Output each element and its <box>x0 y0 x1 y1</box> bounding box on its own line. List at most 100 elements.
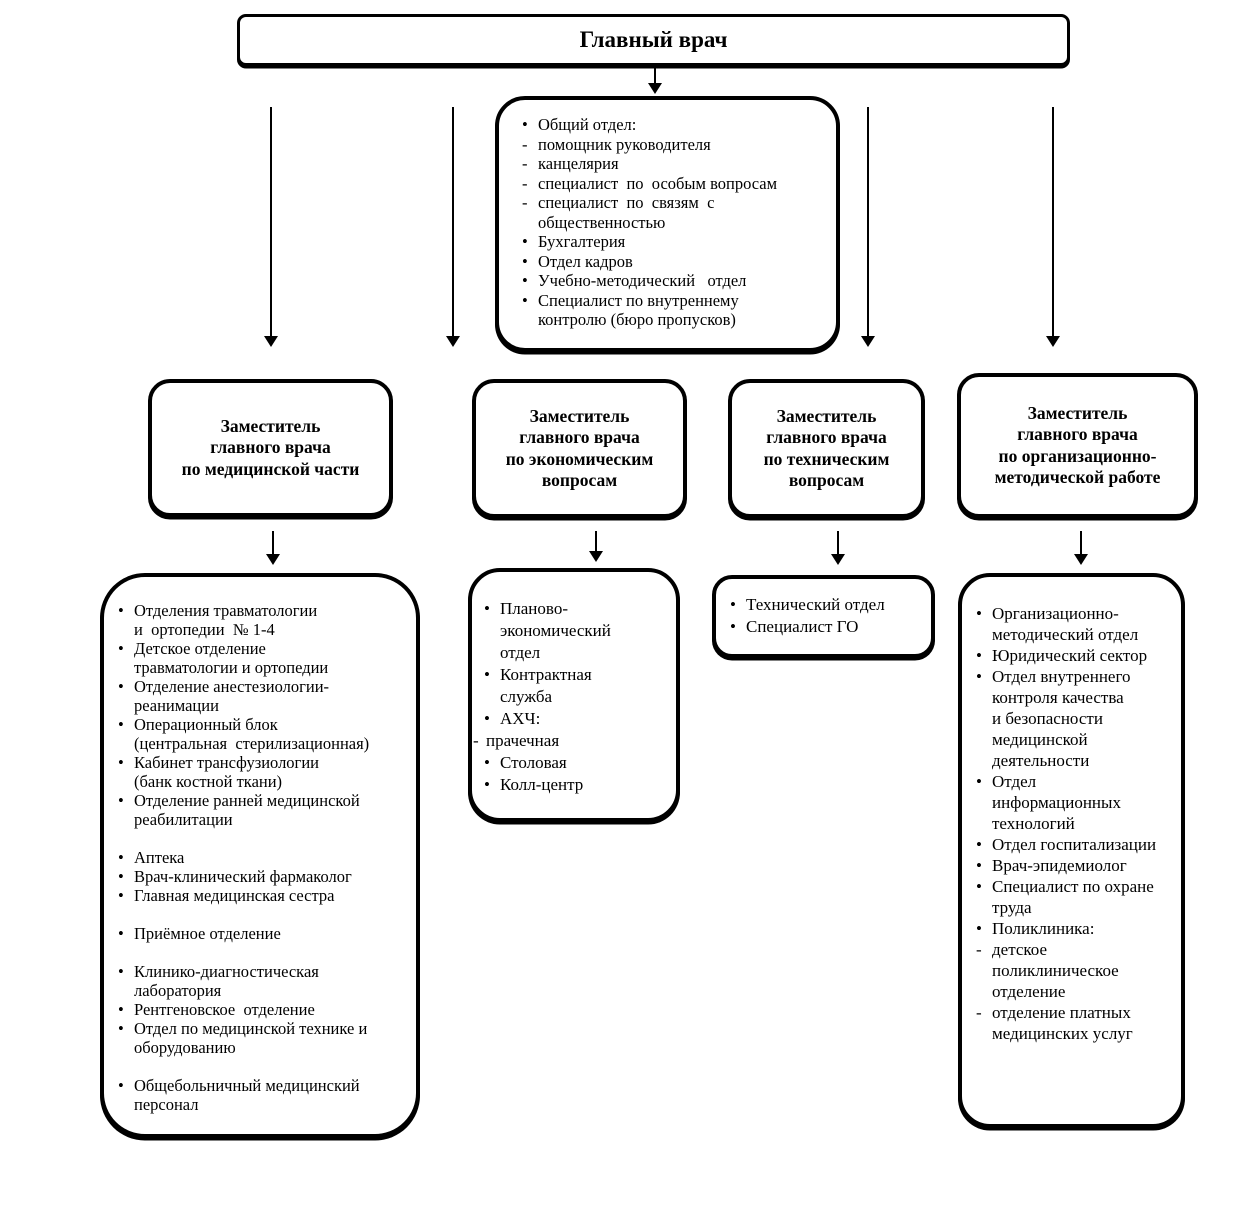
down-arrow-connector-to-deputy-technical <box>861 107 875 347</box>
list-item-text: Клинико-диагностическая лаборатория <box>134 962 319 1000</box>
list-item: • Колл-центр <box>484 774 671 796</box>
list-item: •Общий отдел: <box>522 115 828 135</box>
list-item-text: детское поликлиническое отделение <box>992 940 1119 1001</box>
list-item: -отделение платных медицинских услуг <box>976 1002 1176 1044</box>
list-item: • Отделение ранней медицинской реабилитац… <box>118 791 411 829</box>
list-item-text: прачечная <box>486 731 560 750</box>
list-item: -детское поликлиническое отделение <box>976 939 1176 1002</box>
chief-physician-box: Главный врач <box>237 14 1070 66</box>
bullet-marker: • <box>976 919 982 938</box>
list-item-text: Специалист по внутреннему контролю (бюро… <box>538 290 739 330</box>
list-item: • АХЧ: <box>484 708 671 730</box>
list-item: •Контрактная служба <box>484 664 671 708</box>
bullet-marker: • <box>484 709 490 728</box>
dash-marker: - <box>522 173 528 193</box>
list-item: •Учебно-методический отдел <box>522 271 828 291</box>
list-item: • Рентгеновское отделение <box>118 1000 411 1019</box>
dash-marker: - <box>522 193 528 212</box>
list-item: • Технический отдел <box>730 594 926 616</box>
bullet-marker: • <box>484 665 490 684</box>
list-item-text: Отделение анестезиологии- реанимации <box>134 677 330 715</box>
general-department-list: •Общий отдел:-помощник руководителя-канц… <box>522 115 828 330</box>
list-item-text: Технический отдел <box>746 595 885 614</box>
list-item: • Отдел внутреннего контроля качества и б… <box>976 666 1176 771</box>
list-item: •Специалист по внутреннему контролю (бюр… <box>522 291 828 330</box>
bullet-marker: • <box>118 924 124 943</box>
bullet-marker: • <box>976 772 982 791</box>
list-item-text: Врач-клинический фармаколог <box>134 867 352 886</box>
bullet-marker: • <box>976 835 982 854</box>
economic-units-list: • Планово- экономический отдел•Контрактна… <box>473 598 671 796</box>
bullet-marker: • <box>118 962 124 981</box>
deputy-org-method-box: Заместитель главного врача по организаци… <box>957 373 1198 518</box>
bullet-marker: • <box>118 1076 124 1095</box>
list-item: • Бухгалтерия <box>522 232 828 252</box>
list-item: •Операционный блок (центральная стерилиз… <box>118 715 411 753</box>
list-item-text: канцелярия <box>538 154 619 173</box>
bullet-marker: • <box>976 646 982 665</box>
bullet-marker: • <box>484 599 490 618</box>
list-item: •Отдел госпитализации <box>976 834 1176 855</box>
chief-physician-title: Главный врач <box>579 27 728 52</box>
list-item-text: Отделения травматологии и ортопедии № 1-… <box>134 601 318 639</box>
bullet-marker: • <box>730 595 736 614</box>
down-arrow-connector-medical-units <box>266 531 280 565</box>
list-item-text: Общий отдел: <box>538 115 637 134</box>
bullet-marker: • <box>522 271 528 290</box>
list-item-text: Отдел внутреннего контроля качества и бе… <box>992 667 1131 770</box>
list-item-text: Отделение ранней медицинской реабилитаци… <box>134 791 360 829</box>
down-arrow-connector-chief-to-general <box>648 68 662 94</box>
list-item: -канцелярия <box>522 154 828 174</box>
list-item-text: АХЧ: <box>500 709 541 728</box>
list-item: •Юридический сектор <box>976 645 1176 666</box>
bullet-marker: • <box>118 753 124 772</box>
list-item: •Врач-эпидемиолог <box>976 855 1176 876</box>
list-item: •Отдел по медицинской технике и оборудов… <box>118 1019 411 1057</box>
bullet-marker: • <box>522 251 528 271</box>
list-item: -специалист по особым вопросам <box>522 174 828 194</box>
list-item-text: Колл-центр <box>500 775 584 794</box>
list-item: -помощник руководителя <box>522 135 828 155</box>
dash-marker: - <box>976 940 982 959</box>
list-item: •Кабинет трансфузиологии (банк костной т… <box>118 753 411 791</box>
list-item: •Общебольничный медицинский персонал <box>118 1076 411 1114</box>
medical-units-list: • Отделения травматологии и ортопедии № 1… <box>118 601 411 1114</box>
down-arrow-connector-economic-units <box>589 531 603 562</box>
dash-marker: - <box>473 731 479 750</box>
list-item: • Планово- экономический отдел <box>484 598 671 664</box>
technical-units-list: • Технический отдел • Специалист ГО <box>730 594 926 638</box>
list-item-text: Планово- экономический отдел <box>500 599 611 662</box>
bullet-marker: • <box>730 617 736 636</box>
list-item-text: Приёмное отделение <box>134 924 281 943</box>
deputy-technical-title: Заместитель главного врача по технически… <box>763 405 890 491</box>
down-arrow-connector-org-method-units <box>1074 531 1088 565</box>
bullet-marker: • <box>976 667 982 686</box>
deputy-economic-title: Заместитель главного врача по экономичес… <box>505 405 654 491</box>
bullet-marker: • <box>976 856 982 875</box>
dash-marker: - <box>976 1003 982 1022</box>
list-item-text: специалист по связям с общественностью <box>538 193 715 232</box>
list-item-text: Отдел по медицинской технике и оборудова… <box>134 1019 368 1057</box>
list-item: -прачечная <box>473 730 671 752</box>
list-item: • Специалист ГО <box>730 616 926 638</box>
bullet-marker: • <box>118 1000 124 1019</box>
bullet-marker: • <box>118 677 124 696</box>
list-item-text: Главная медицинская сестра <box>134 886 335 905</box>
economic-units-box: • Планово- экономический отдел•Контрактна… <box>468 568 680 822</box>
list-item-text: Специалист по охране труда <box>992 877 1154 917</box>
list-item-text: Специалист ГО <box>746 617 859 636</box>
general-department-box: •Общий отдел:-помощник руководителя-канц… <box>495 96 840 352</box>
bullet-marker: • <box>522 232 528 251</box>
down-arrow-connector-to-deputy-medical <box>264 107 278 347</box>
list-item: •Отделения травматологии и ортопедии № 1… <box>118 601 411 639</box>
list-item-text: Рентгеновское отделение <box>134 1000 315 1019</box>
list-item-text: Организационно- методический отдел <box>992 604 1139 644</box>
list-item-text: Бухгалтерия <box>538 232 626 251</box>
list-item: •Организационно- методический отдел <box>976 603 1176 645</box>
list-item: •Врач-клинический фармаколог <box>118 867 411 886</box>
list-item: •Аптека <box>118 848 411 867</box>
bullet-marker: • <box>118 791 124 810</box>
bullet-marker: • <box>484 753 490 772</box>
bullet-marker: • <box>484 775 490 794</box>
